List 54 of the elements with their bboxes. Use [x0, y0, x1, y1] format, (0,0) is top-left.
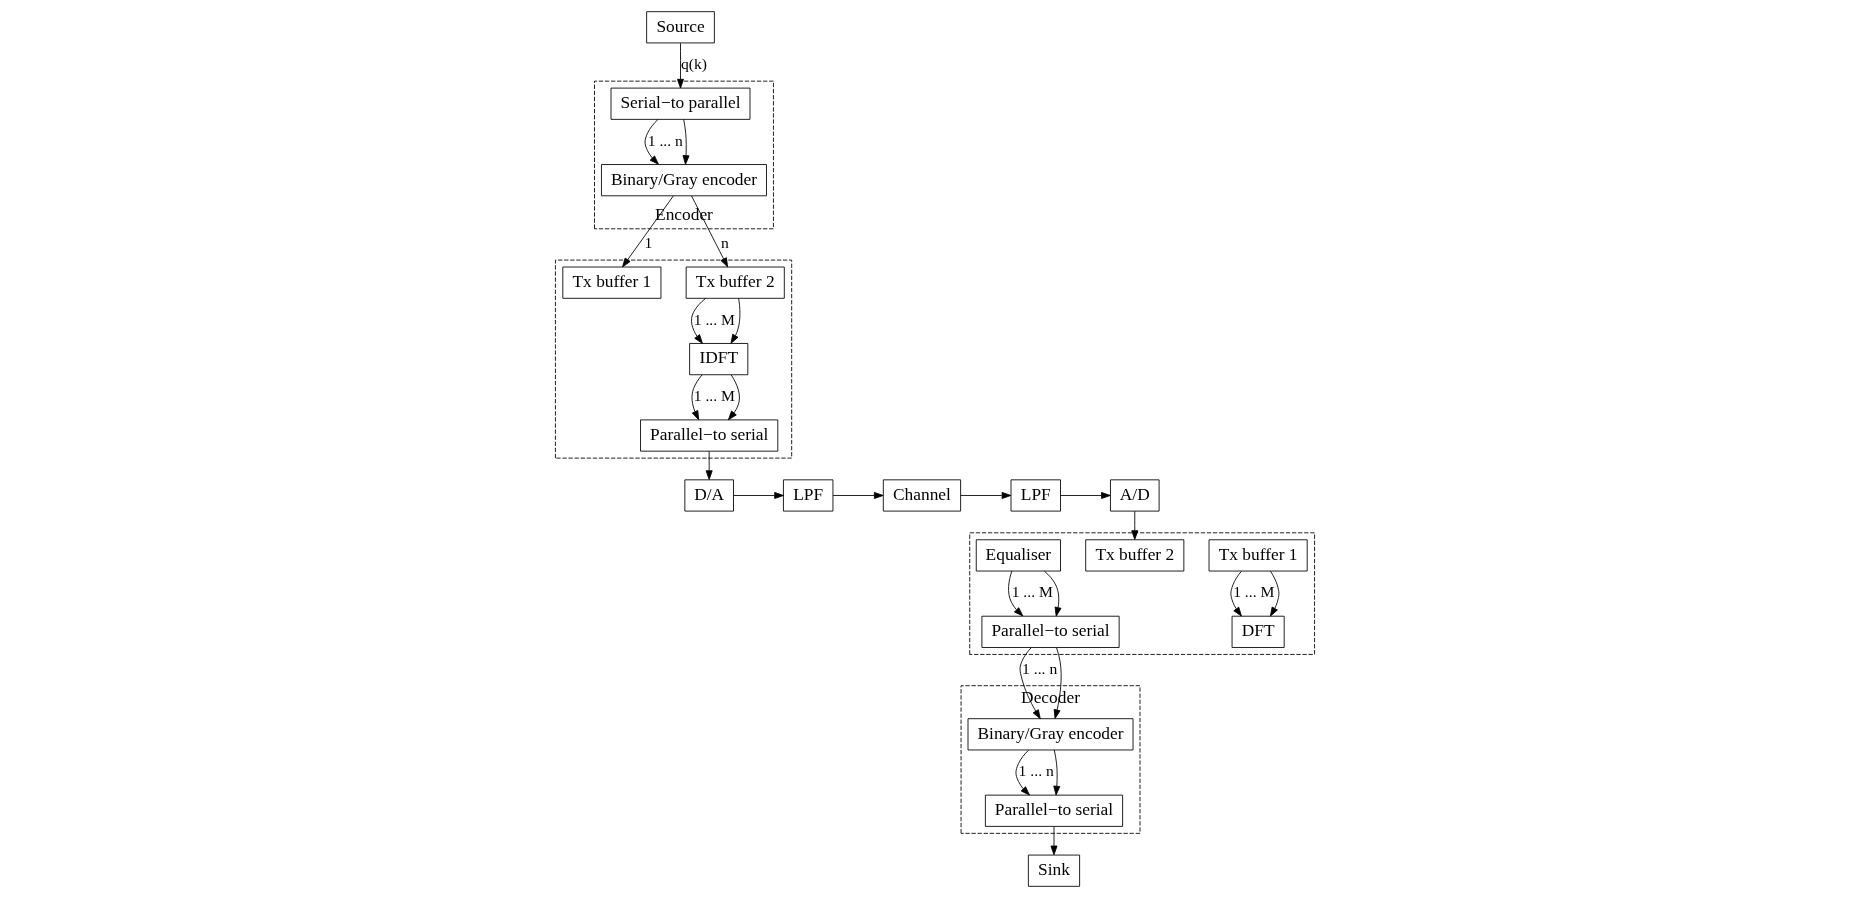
node-box: LPF: [1010, 479, 1061, 512]
edge-label: 1: [644, 234, 653, 252]
arrow: [1131, 510, 1139, 540]
arrow: [1050, 826, 1058, 856]
node-box: Serial−to parallel: [610, 87, 751, 120]
arrow: [682, 118, 690, 165]
node-box: Parallel−to serial: [640, 419, 779, 452]
edge-label: 1 ... n: [647, 131, 683, 149]
node-box: Parallel−to serial: [981, 615, 1120, 648]
node-box: Tx buffer 2: [1085, 539, 1185, 572]
arrow: [1053, 647, 1062, 719]
edge-label: 1 ... M: [1011, 583, 1053, 601]
arrow: [728, 374, 740, 421]
arrow: [1044, 570, 1062, 617]
edge-label: 1 ... M: [693, 387, 735, 405]
node-box: Tx buffer 2: [685, 266, 785, 299]
arrow: [832, 492, 884, 499]
edge-label: 1 ... M: [1233, 583, 1275, 601]
node-box: LPF: [783, 479, 834, 512]
node-box: Equaliser: [975, 539, 1061, 572]
edge-label: 1 ... n: [1022, 659, 1058, 677]
node-box: Sink: [1027, 854, 1081, 887]
arrow: [644, 118, 659, 165]
edge-label: n: [720, 234, 729, 252]
edge-label: 1 ... M: [693, 310, 735, 328]
arrow: [1230, 570, 1242, 617]
arrow: [622, 195, 674, 268]
node-box: D/A: [684, 479, 734, 512]
node-box: Tx buffer 1: [1208, 539, 1308, 572]
arrow: [1015, 749, 1030, 796]
arrow: [1270, 570, 1280, 617]
arrow: [691, 374, 703, 421]
arrow: [1053, 749, 1061, 796]
arrow: [1019, 647, 1041, 720]
arrow: [733, 492, 784, 499]
arrow: [705, 450, 713, 480]
arrow: [730, 297, 741, 344]
edge-label: q(k): [680, 55, 707, 73]
arrow: [677, 42, 684, 89]
node-box: Binary/Gray encoder: [601, 164, 767, 197]
arrow: [1060, 492, 1111, 499]
arrow: [960, 492, 1012, 499]
arrow: [1008, 570, 1024, 617]
node-box: A/D: [1110, 479, 1160, 512]
edge-label: 1 ... n: [1018, 762, 1054, 780]
node-box: Source: [646, 11, 715, 44]
node-box: Parallel−to serial: [984, 794, 1124, 827]
arrow: [691, 297, 707, 344]
node-box: DFT: [1231, 615, 1285, 648]
node-box: Channel: [882, 479, 962, 512]
arrow: [691, 195, 729, 268]
node-box: Binary/Gray encoder: [967, 718, 1134, 751]
node-box: IDFT: [689, 343, 749, 376]
node-box: Tx buffer 1: [562, 266, 662, 299]
